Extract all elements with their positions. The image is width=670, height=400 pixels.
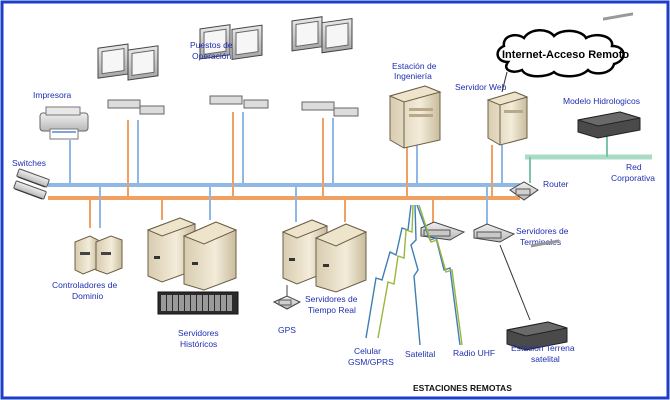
switches-icon (13, 168, 50, 200)
historical-servers-label-1: Servidores (178, 328, 219, 338)
gps-label: GPS (278, 325, 296, 335)
real-time-servers-label-2: Tiempo Real (308, 305, 356, 315)
real-time-servers-label-1: Servidores de (305, 294, 358, 304)
historical-server-icon (146, 217, 238, 291)
remote-stations-label: ESTACIONES REMOTAS (413, 383, 512, 393)
network-drops (69, 112, 503, 228)
domain-controllers-label-1: Controladores de (52, 280, 117, 290)
terminal-server-icon (473, 223, 516, 243)
corporate-network-label-2: Corporativa (611, 173, 655, 183)
engineering-station-icon (388, 85, 442, 149)
terminal-server-icon (420, 221, 466, 241)
workstation-icon (199, 24, 269, 109)
domain-controller-icon (74, 235, 123, 275)
operator-stations-label-1: Puestos de (190, 40, 233, 50)
domain-controllers-label-2: Dominio (72, 291, 103, 301)
hydrological-model-label: Modelo Hidrologicos (563, 96, 640, 106)
historical-servers-label-2: Históricos (180, 339, 217, 349)
operator-stations-label-2: Operación (192, 51, 231, 61)
ground-station-label-1: Estación Terrena (511, 343, 575, 353)
router-label: Router (543, 179, 569, 189)
cloud-link (501, 71, 508, 93)
engineering-station-label-2: Ingeniería (394, 71, 432, 81)
workstation-icon (97, 43, 165, 115)
workstation-icon (291, 16, 359, 117)
wireless-links (365, 204, 531, 346)
printer-icon (39, 106, 89, 140)
cellular-label-2: GSM/GPRS (348, 357, 394, 367)
router-icon (509, 181, 539, 201)
web-server-icon (486, 91, 529, 146)
lan-bus (48, 183, 520, 200)
internet-cloud-label: Internet-Acceso Remoto (502, 49, 629, 61)
printer-label: Impresora (33, 90, 72, 100)
web-server-label: Servidor Web (455, 82, 507, 92)
terminal-servers-label-1: Servidores de (516, 226, 569, 236)
hydrological-model-computer-icon (577, 12, 641, 139)
corporate-network-label-1: Red (626, 162, 642, 172)
switches-label: Switches (12, 158, 46, 168)
satellite-ground-station-icon (506, 239, 568, 351)
storage-array-icon (157, 291, 239, 315)
satellite-label: Satelital (405, 349, 435, 359)
internet-cloud-icon (496, 29, 625, 78)
engineering-station-label-1: Estación de (392, 61, 437, 71)
real-time-server-icon (281, 219, 368, 293)
cellular-label-1: Celular (354, 346, 381, 356)
gps-icon (272, 285, 302, 310)
terminal-servers-label-2: Terminales (520, 237, 561, 247)
radio-uhf-label: Radio UHF (453, 348, 495, 358)
ground-station-label-2: satelital (531, 354, 560, 364)
